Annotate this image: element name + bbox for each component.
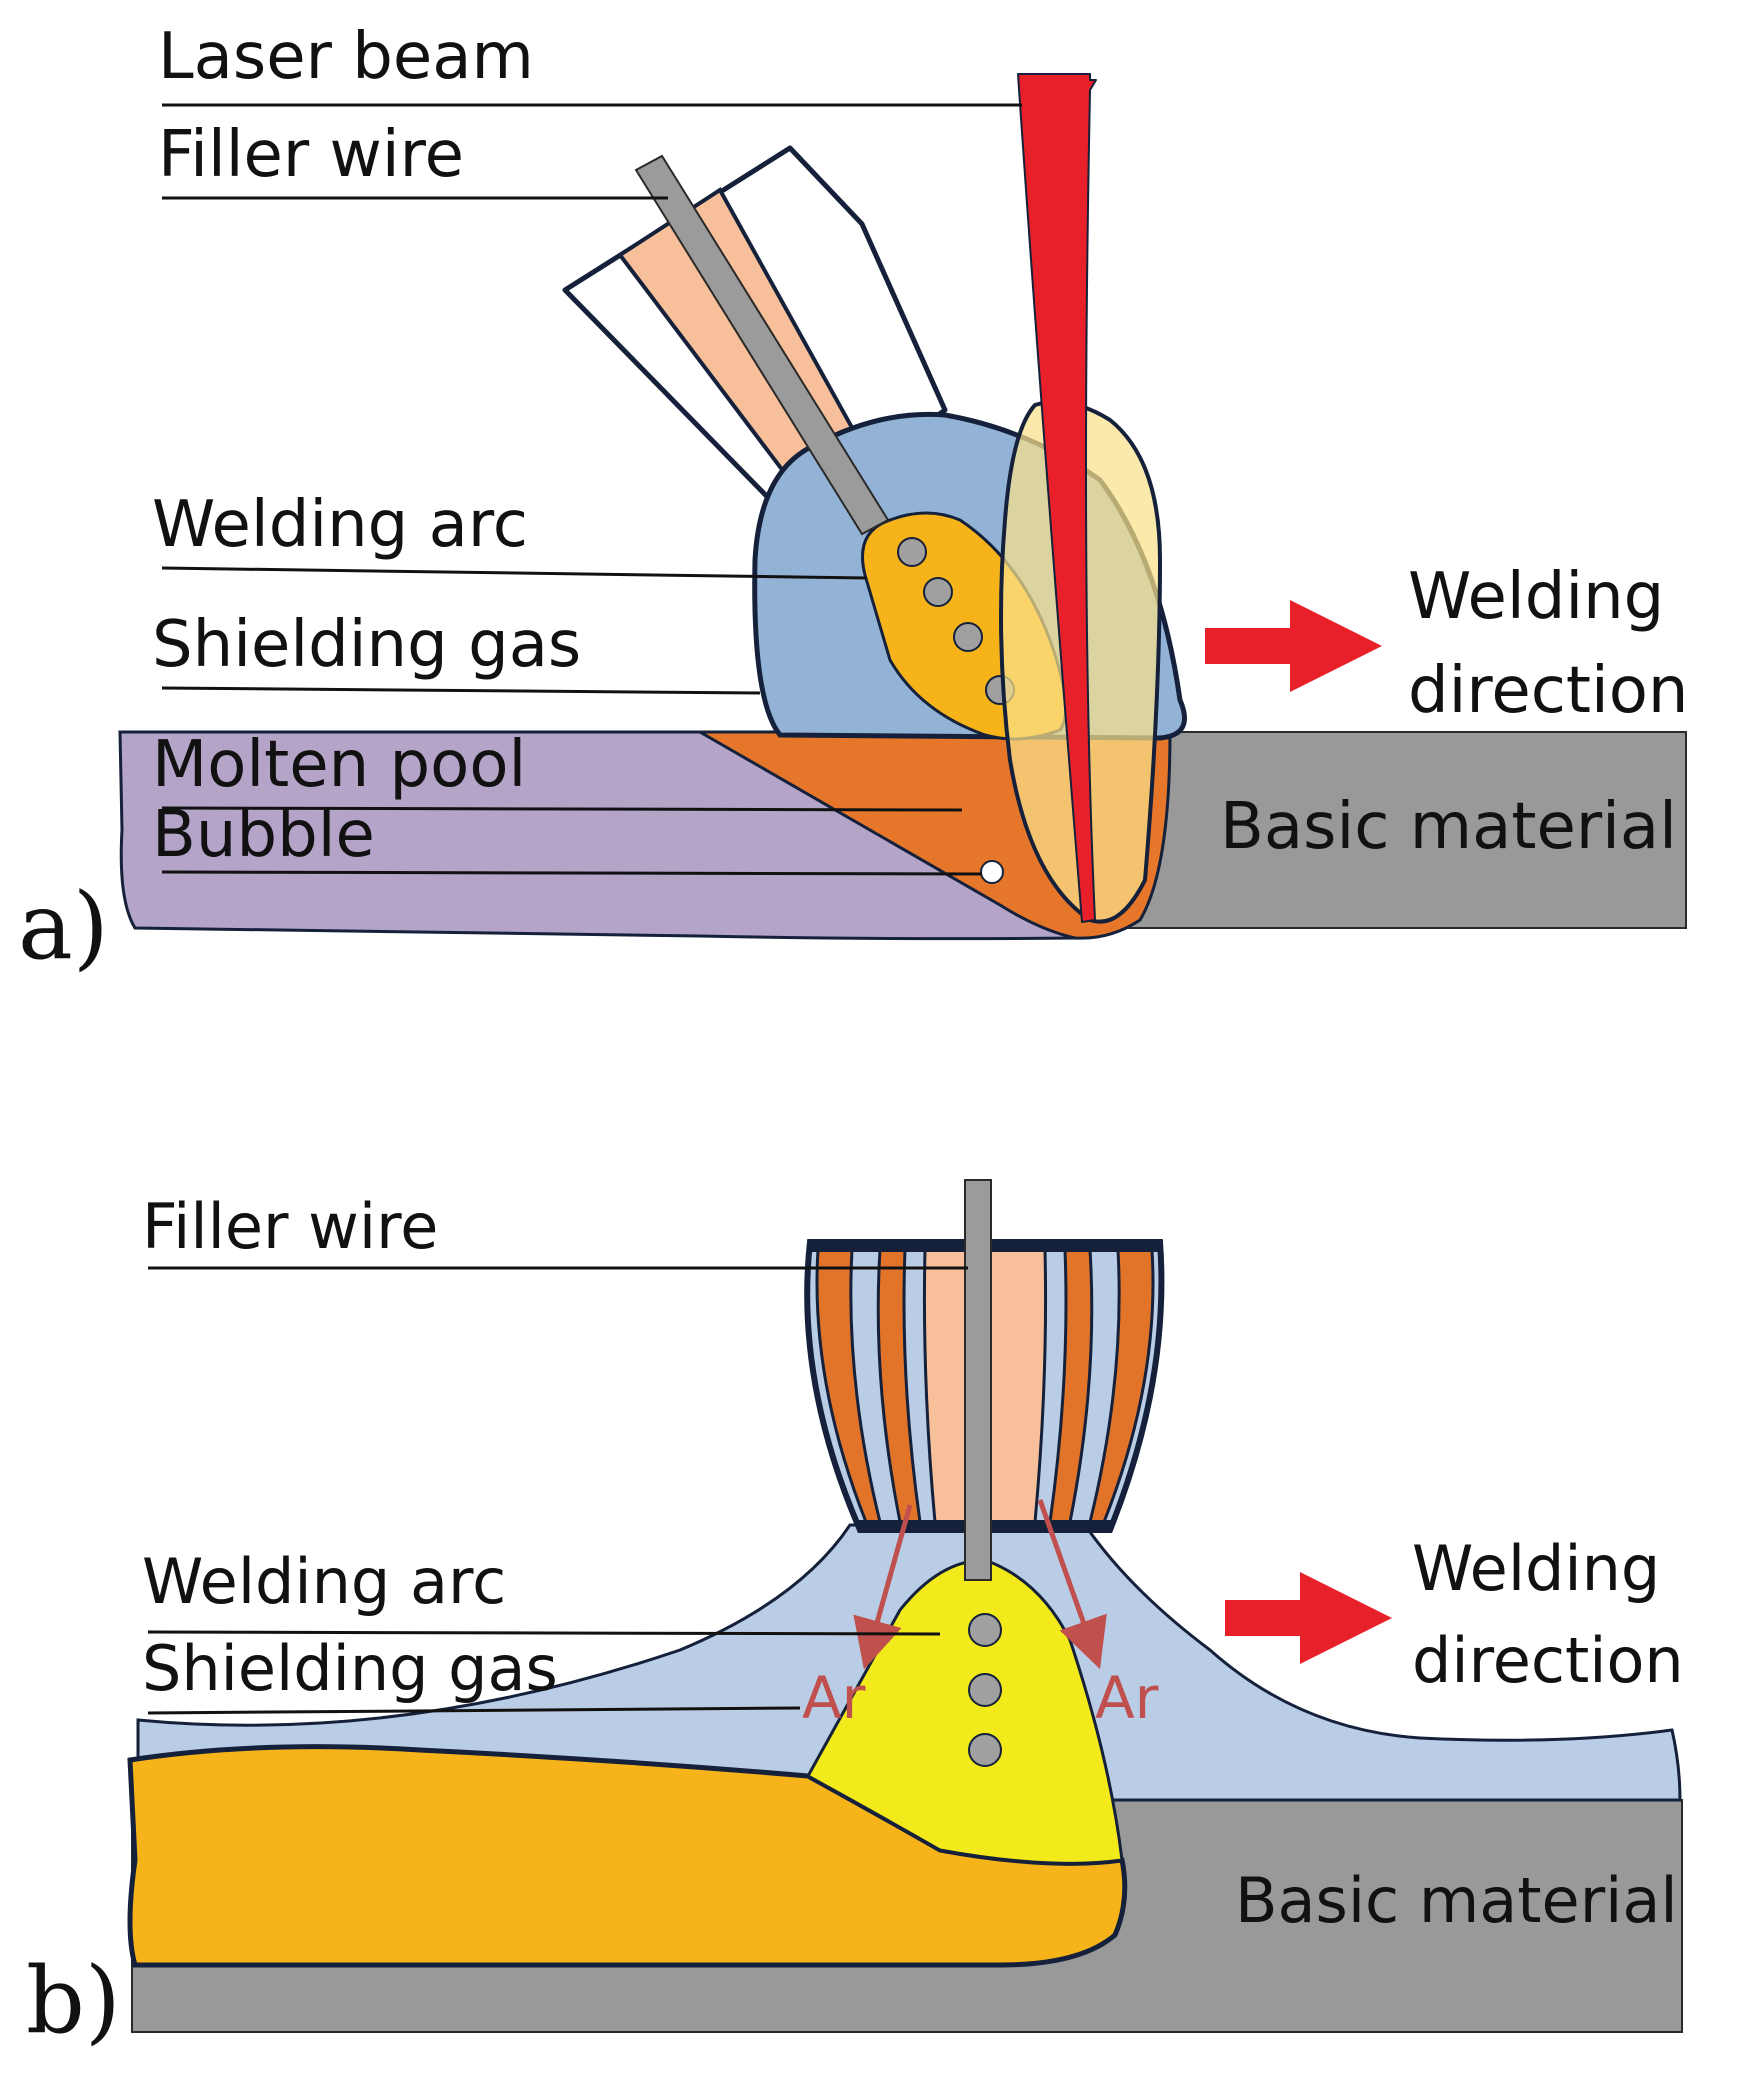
label-welding-direction-a-line1: Welding <box>1408 560 1664 634</box>
label-ar-right: Ar <box>1095 1664 1159 1732</box>
label-filler-wire-b: Filler wire <box>142 1190 438 1263</box>
arc-dot-3 <box>953 622 983 652</box>
weld-seam-a <box>118 730 1082 941</box>
panel-b: Filler wire Welding arc Shielding gas Ar… <box>26 1179 1684 2054</box>
label-welding-arc-a: Welding arc <box>152 488 528 562</box>
leader-shielding-gas-a <box>161 686 761 695</box>
label-welding-direction-b-line1: Welding <box>1412 1532 1660 1605</box>
welding-direction-arrow-a <box>1205 600 1382 692</box>
leader-molten-pool <box>161 806 963 812</box>
label-shielding-gas-b: Shielding gas <box>142 1632 558 1705</box>
filler-wire-b <box>964 1179 992 1581</box>
leader-bubble <box>161 870 983 876</box>
panel-tag-b: b) <box>26 1947 121 2054</box>
label-welding-direction-b-line2: direction <box>1412 1624 1684 1697</box>
label-bubble: Bubble <box>152 798 375 872</box>
arc-dot-b-3 <box>968 1733 1002 1767</box>
label-welding-direction-a-line2: direction <box>1408 654 1688 728</box>
filler-wire-a <box>634 154 890 536</box>
basic-material-block-a <box>1109 731 1687 929</box>
label-filler-wire-a: Filler wire <box>158 118 464 192</box>
label-ar-left: Ar <box>802 1664 866 1732</box>
ar-arrow-left <box>853 1504 913 1670</box>
ar-arrow-right <box>1037 1499 1107 1670</box>
panel-tag-a: a) <box>18 873 109 980</box>
leader-welding-arc-a <box>161 566 867 580</box>
label-shielding-gas-a: Shielding gas <box>152 608 581 682</box>
arc-dot-b-2 <box>968 1673 1002 1707</box>
label-laser-beam: Laser beam <box>158 20 534 94</box>
label-basic-material-b: Basic material <box>1235 1864 1678 1937</box>
arc-dot-1 <box>897 537 927 567</box>
label-molten-pool: Molten pool <box>152 728 526 802</box>
label-welding-arc-b: Welding arc <box>142 1545 506 1618</box>
arc-dot-2 <box>923 577 953 607</box>
bubble-icon <box>980 860 1004 884</box>
arc-dot-b-1 <box>968 1613 1002 1647</box>
label-basic-material-a: Basic material <box>1220 790 1677 864</box>
welding-direction-arrow-b <box>1225 1572 1392 1664</box>
panel-a: Laser beam Filler wire Welding arc Shiel… <box>18 20 1688 980</box>
leader-shielding-gas-b <box>147 1706 801 1715</box>
laser-beam <box>1017 73 1097 923</box>
leader-welding-arc-b <box>147 1630 941 1636</box>
